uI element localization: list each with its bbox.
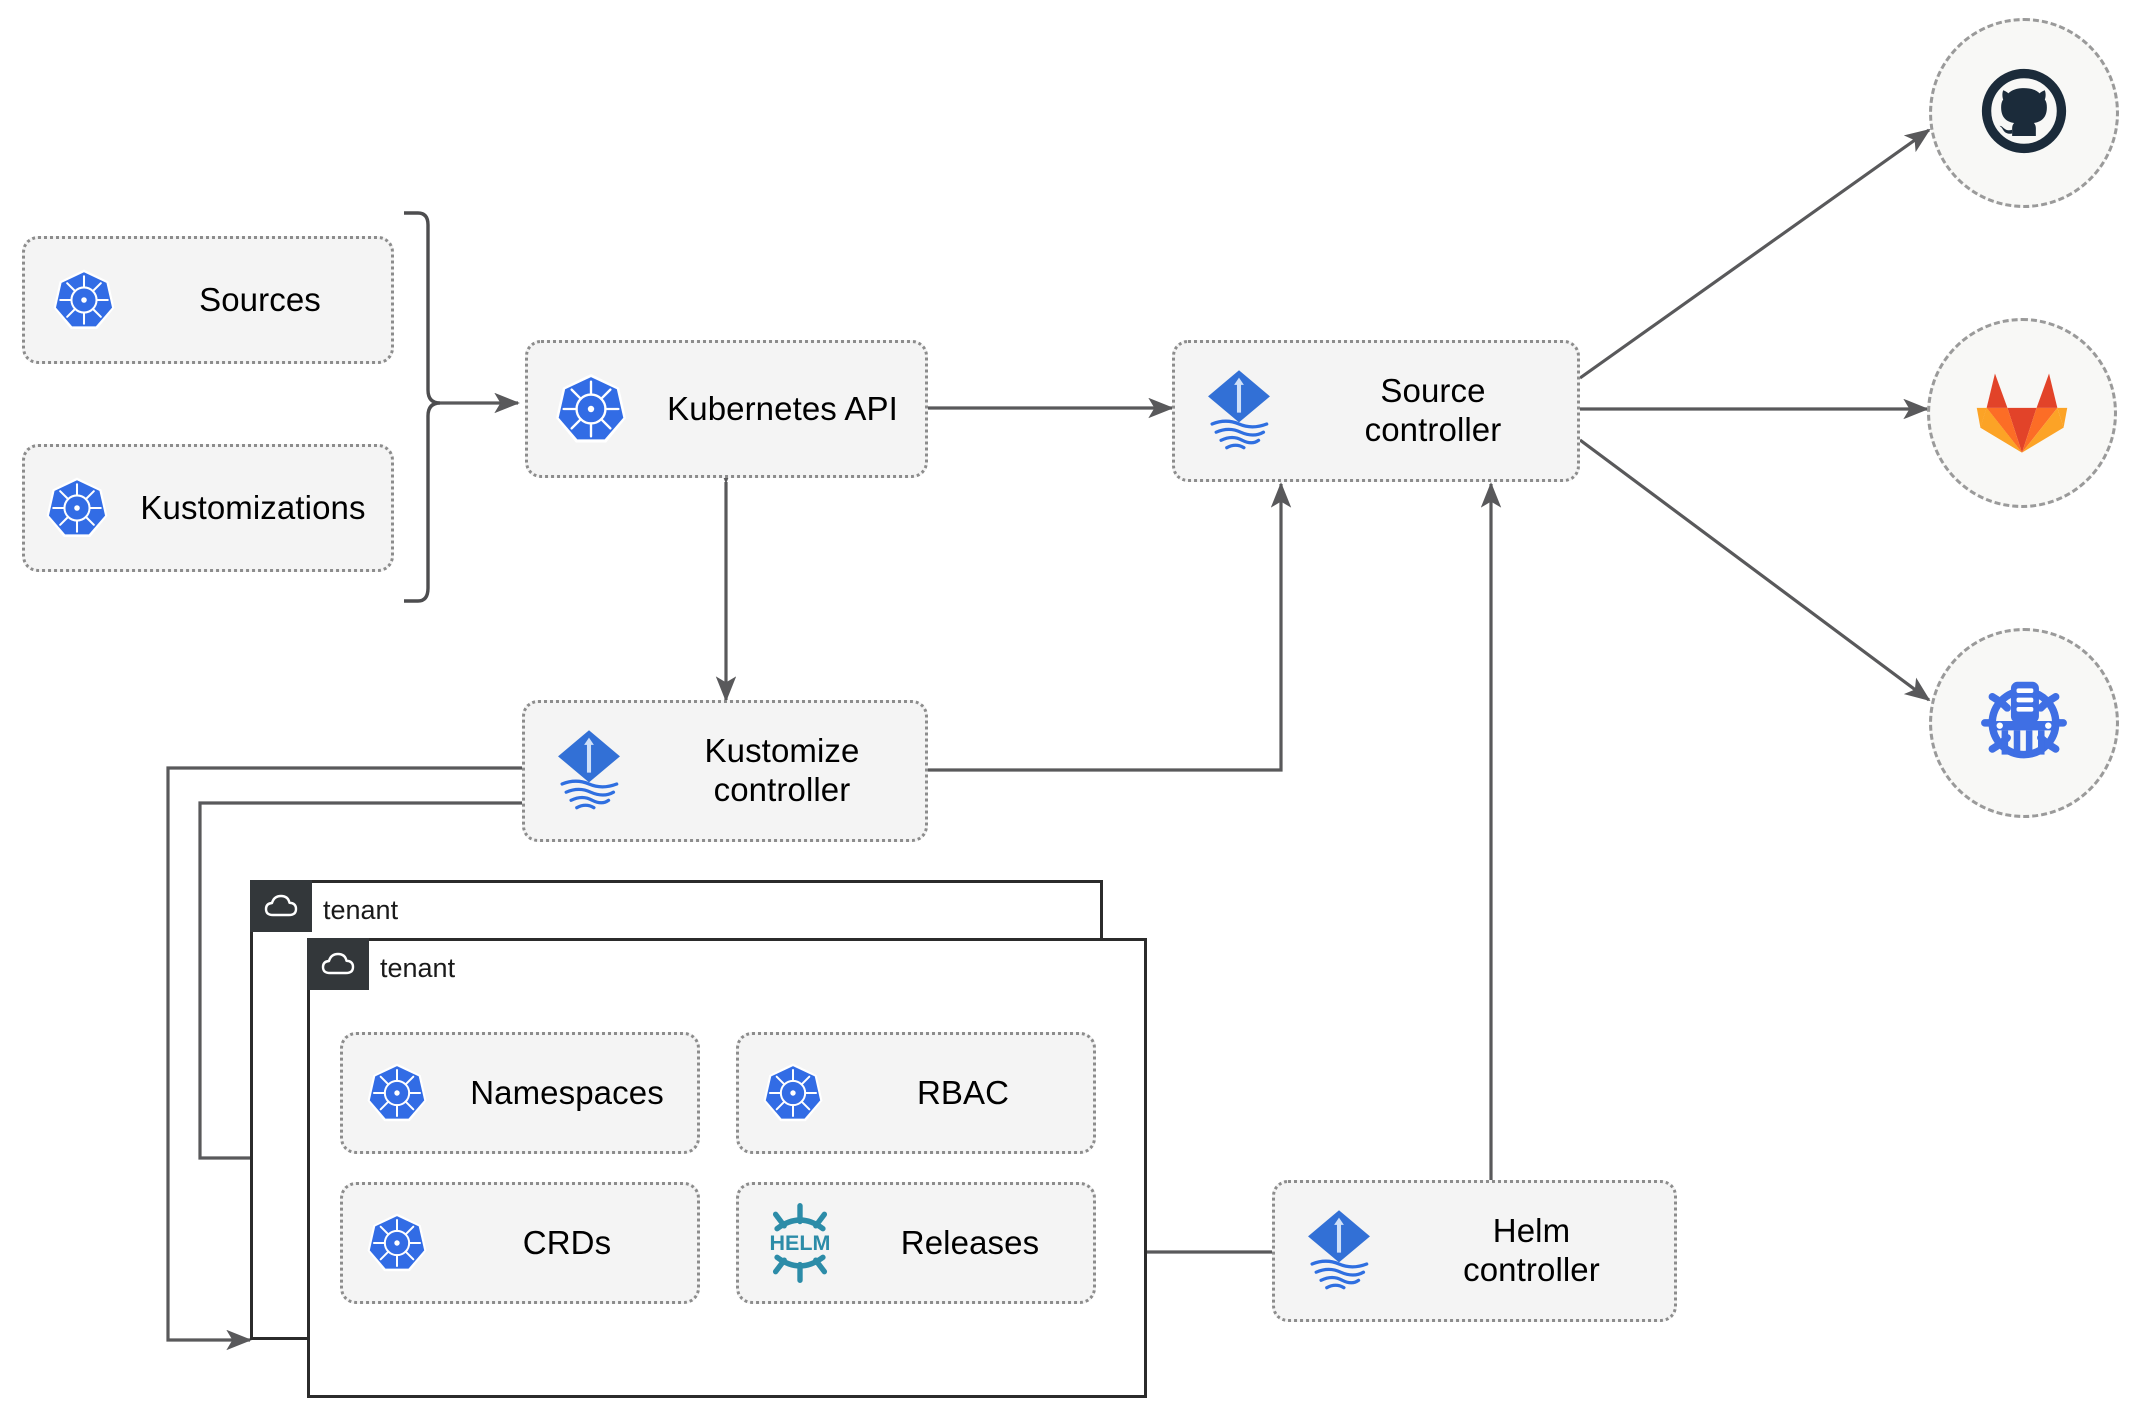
node-namespaces[interactable]: Namespaces xyxy=(340,1032,700,1154)
helm-repository-icon xyxy=(1968,665,2080,782)
kubernetes-icon xyxy=(343,1211,451,1275)
node-label-namespaces: Namespaces xyxy=(470,1073,664,1111)
tenant-label-outer: tenant xyxy=(323,894,399,925)
gitlab-icon xyxy=(1970,359,2074,468)
node-label-kustomizations: Kustomizations xyxy=(140,488,366,526)
node-label-kustomize-controller: Kustomize controller xyxy=(704,732,860,808)
cloud-icon xyxy=(307,938,369,990)
edge-kustomize-to-tenant-outer xyxy=(166,766,522,1351)
github-icon xyxy=(1972,59,2076,168)
kubernetes-icon xyxy=(25,267,143,333)
node-label-sources: Sources xyxy=(199,280,321,318)
endpoint-helm-repository[interactable] xyxy=(1929,628,2119,818)
helm-icon: HELM xyxy=(739,1201,861,1285)
kubernetes-icon xyxy=(739,1061,847,1125)
node-kustomize-controller[interactable]: Kustomize controller xyxy=(522,700,928,842)
node-source-controller[interactable]: Source controller xyxy=(1172,340,1580,482)
kubernetes-icon xyxy=(343,1061,451,1125)
endpoint-gitlab[interactable] xyxy=(1927,318,2117,508)
node-helm-controller[interactable]: Helm controller xyxy=(1272,1180,1677,1322)
tenant-container-inner[interactable]: tenant xyxy=(307,938,1147,1398)
node-sources[interactable]: Sources xyxy=(22,236,394,364)
helm-wordmark: HELM xyxy=(770,1231,831,1255)
edge-source-controller-to-helm-repository xyxy=(1579,438,1931,702)
node-releases[interactable]: HELM Releases xyxy=(736,1182,1096,1304)
flux-icon xyxy=(525,727,653,815)
edge-source-controller-to-github xyxy=(1579,128,1931,380)
kubernetes-icon xyxy=(25,475,129,541)
node-rbac[interactable]: RBAC xyxy=(736,1032,1096,1154)
edge-kustomize-to-source-controller xyxy=(928,482,1292,772)
node-label-source-controller: Source controller xyxy=(1364,372,1502,448)
flux-icon xyxy=(1175,367,1303,455)
node-label-releases: Releases xyxy=(900,1223,1040,1261)
node-kustomizations[interactable]: Kustomizations xyxy=(22,444,394,572)
group-bracket xyxy=(404,211,441,603)
node-label-rbac: RBAC xyxy=(916,1073,1010,1111)
node-label-helm-controller: Helm controller xyxy=(1463,1212,1600,1288)
tenant-label-inner: tenant xyxy=(380,952,456,983)
endpoint-github[interactable] xyxy=(1929,18,2119,208)
node-label-crds: CRDs xyxy=(522,1223,612,1261)
node-label-kubernetes-api: Kubernetes API xyxy=(667,389,898,427)
kubernetes-icon xyxy=(528,371,654,447)
node-kubernetes-api[interactable]: Kubernetes API xyxy=(525,340,928,478)
flux-icon xyxy=(1275,1207,1403,1295)
node-crds[interactable]: CRDs xyxy=(340,1182,700,1304)
cloud-icon xyxy=(250,880,312,932)
